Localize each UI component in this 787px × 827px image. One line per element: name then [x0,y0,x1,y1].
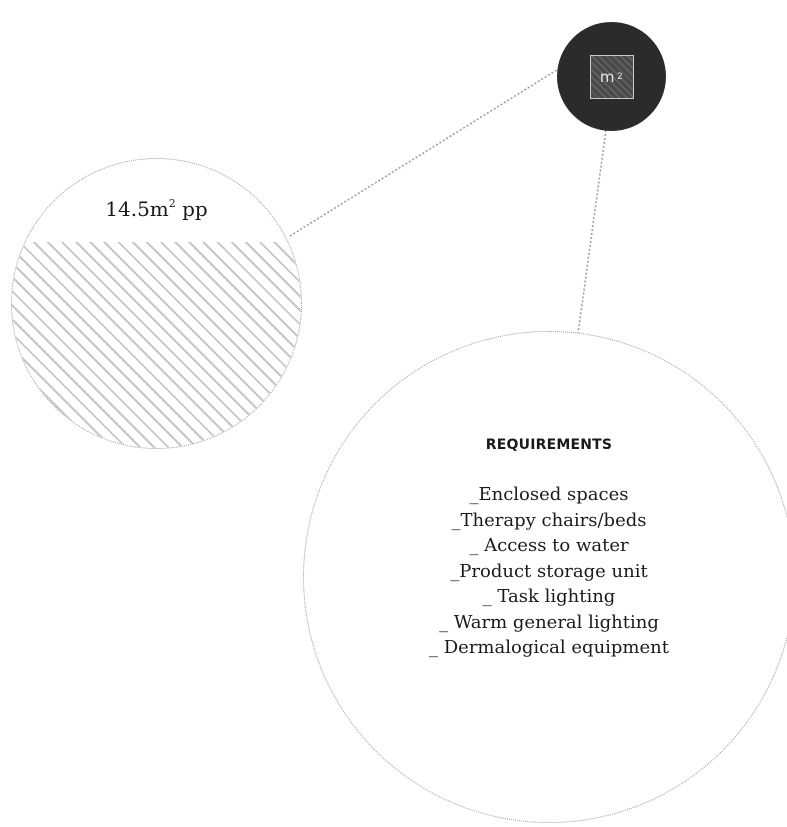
area-suffix: pp [182,197,208,221]
requirement-item: _Therapy chairs/beds [451,509,647,531]
square-meter-icon-base: m [599,67,615,86]
requirement-item: _Enclosed spaces [469,484,629,505]
area-hatch-fill [12,242,301,448]
requirement-item: _ Task lighting [482,586,616,607]
area-superscript: 2 [168,197,176,210]
requirement-item: _ Access to water [469,535,629,556]
area-value: 14.5m [105,197,169,221]
requirement-item: _ Dermalogical equipment [429,637,669,658]
square-meter-icon-superscript: 2 [616,71,624,82]
requirements-list: _Enclosed spaces _Therapy chairs/beds _ … [304,482,787,661]
connector-icon-to-requirements [577,129,607,335]
connector-icon-to-area [289,67,561,237]
requirements-node: REQUIREMENTS _Enclosed spaces _Therapy c… [303,331,787,823]
requirements-title: REQUIREMENTS [485,437,613,453]
requirement-item: _ Warm general lighting [439,611,659,633]
area-per-person-label: 14.5m2 pp [12,197,301,221]
area-per-person-node: 14.5m2 pp [11,158,302,449]
requirement-item: _Product storage unit [450,560,648,582]
